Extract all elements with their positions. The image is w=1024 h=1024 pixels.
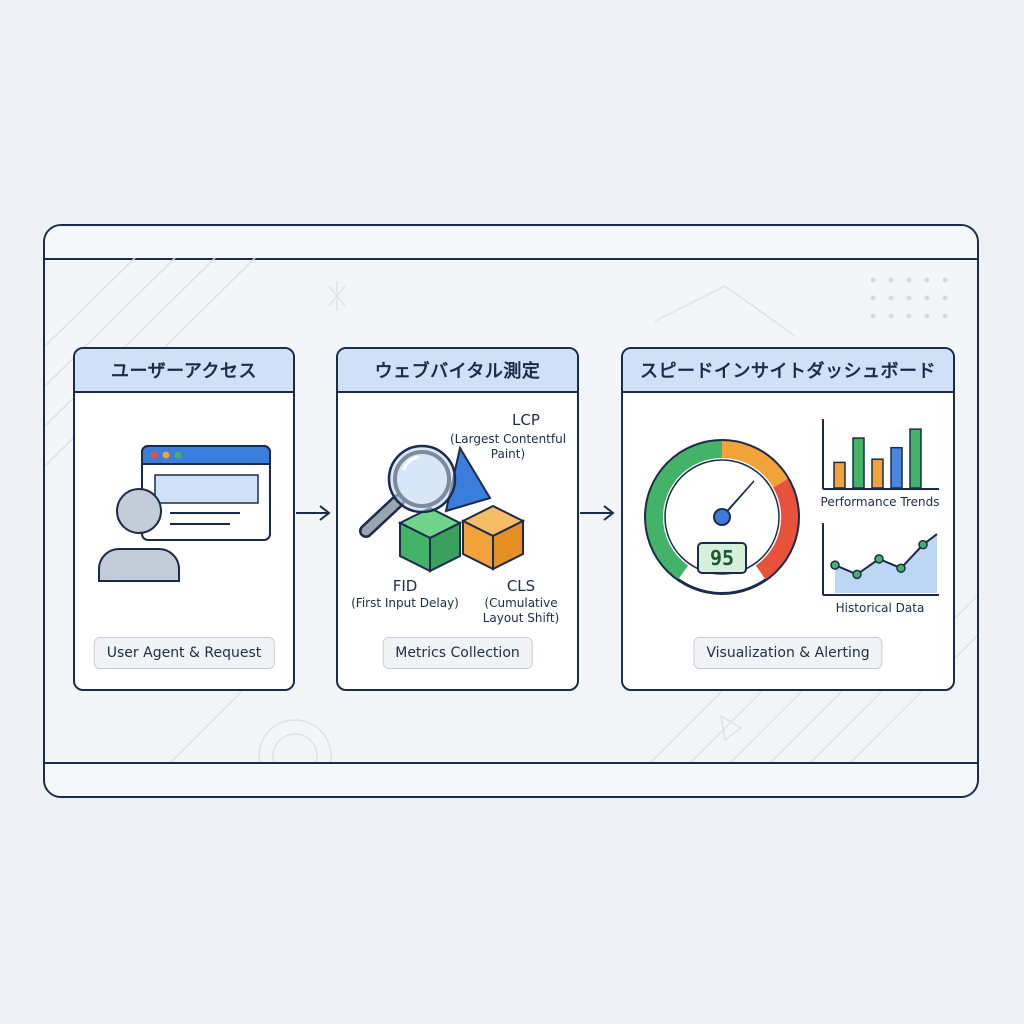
- browser-window-icon: [141, 445, 271, 541]
- history-point: [874, 554, 884, 564]
- frame-bottom-bar: [45, 762, 977, 796]
- metric-fid-desc: (First Input Delay): [351, 596, 459, 610]
- metric-cls-desc-line2: Layout Shift): [482, 611, 560, 625]
- magnifier-icon: [359, 444, 457, 538]
- panel-title: スピードインサイトダッシュボード: [623, 349, 953, 393]
- speedometer-gauge-icon: [644, 439, 800, 595]
- metric-fid-name: FID: [392, 577, 418, 595]
- dashboard-illustration: [644, 419, 939, 596]
- performance-trends-label: Performance Trends: [820, 495, 940, 509]
- metric-cls-name: CLS: [506, 577, 536, 595]
- historical-data-chart: [822, 523, 939, 596]
- panel-title: ウェブバイタル測定: [338, 349, 577, 393]
- user-avatar-icon: [98, 488, 180, 582]
- panel-user-access: ユーザーアクセス User Agent & Request: [73, 347, 295, 691]
- trend-bar: [871, 458, 884, 489]
- metric-lcp-desc-line2: Paint): [490, 447, 526, 461]
- fid-cube-icon: [397, 506, 463, 573]
- caption-visualization-alerting: Visualization & Alerting: [693, 637, 883, 669]
- history-point: [830, 560, 840, 570]
- history-point: [896, 563, 906, 573]
- trend-bar: [890, 446, 903, 489]
- gauge-score: 95: [709, 546, 735, 570]
- metric-lcp-desc-line1: (Largest Contentful: [449, 432, 567, 446]
- caption-user-agent: User Agent & Request: [93, 637, 275, 669]
- frame-top-bar: [45, 226, 977, 260]
- panel-title: ユーザーアクセス: [75, 349, 293, 393]
- trend-bar: [852, 437, 865, 489]
- performance-trends-chart: [822, 419, 939, 490]
- caption-metrics-collection: Metrics Collection: [382, 637, 533, 669]
- history-area: [835, 534, 937, 593]
- panel-web-vitals: ウェブバイタル測定 LCP (: [336, 347, 579, 691]
- metric-lcp-name: LCP: [512, 411, 540, 429]
- metric-cls-desc-line1: (Cumulative: [484, 596, 558, 610]
- flow-arrow-icon: [580, 505, 615, 521]
- historical-data-label: Historical Data: [835, 601, 925, 615]
- trend-bar: [909, 428, 922, 489]
- history-point: [918, 539, 928, 550]
- panel-speed-insights: スピードインサイトダッシュボード: [621, 347, 955, 691]
- trend-bar: [833, 461, 846, 489]
- history-point: [852, 569, 862, 580]
- flow-arrow-icon: [296, 505, 331, 521]
- metrics-illustration: [359, 444, 526, 573]
- cls-cube-icon: [460, 504, 526, 571]
- user-browser-illustration: [98, 445, 271, 582]
